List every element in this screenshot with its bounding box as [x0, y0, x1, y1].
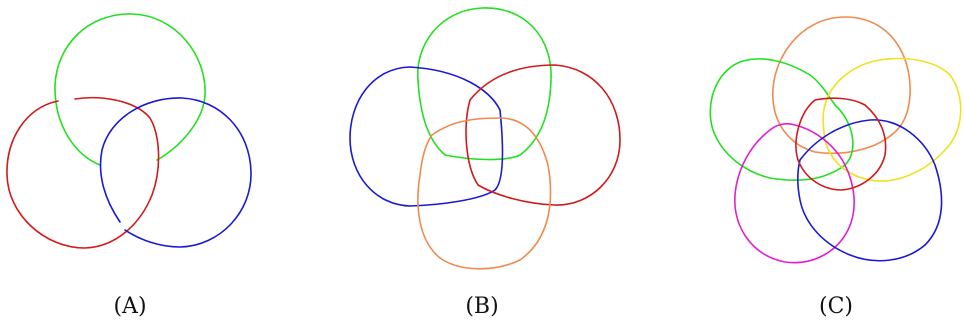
panel-b — [349, 7, 621, 270]
panel-b-red-loop — [465, 64, 621, 206]
panel-c-green-loop — [709, 58, 854, 181]
panel-a-red-loop — [6, 96, 160, 249]
panel-a-label: (A) — [113, 294, 146, 319]
panel-c-label: (C) — [819, 294, 853, 319]
panel-b-orange-loop — [417, 117, 552, 270]
panel-a-blue-loop — [99, 97, 252, 248]
panel-c-magenta-loop — [734, 123, 855, 264]
panel-a-green-loop — [54, 13, 206, 166]
panel-c-blue-loop — [796, 119, 943, 262]
panel-c-red-inner-loop — [795, 97, 887, 191]
panel-c-orange-loop — [772, 16, 911, 155]
panel-b-green-loop — [417, 7, 552, 161]
panel-a — [6, 13, 252, 249]
panel-c — [709, 16, 962, 264]
panel-b-blue-loop — [349, 66, 504, 207]
panel-b-label: (B) — [465, 294, 498, 319]
